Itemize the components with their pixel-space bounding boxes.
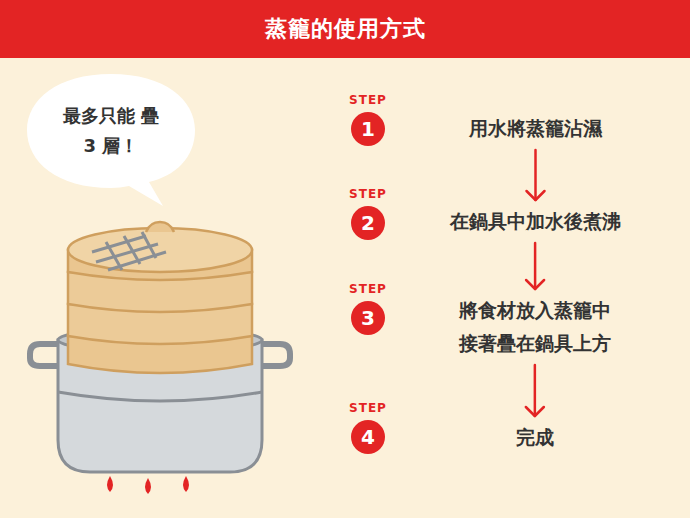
- flow-arrow: [527, 150, 545, 200]
- step-description: 完成: [516, 421, 554, 454]
- flow-arrow: [526, 365, 544, 416]
- title: 蒸籠的使用方式: [0, 0, 690, 58]
- step-description: 在鍋具中加水後煮沸: [450, 205, 621, 238]
- title-bar: 蒸籠的使用方式: [0, 0, 690, 58]
- step-text: 完成: [516, 421, 554, 454]
- step-label: STEP: [331, 282, 405, 296]
- speech-bubble: 最多只能 疊 3 層！: [25, 72, 197, 190]
- arrow-line: [534, 243, 537, 289]
- step-badge: STEP4: [351, 420, 385, 454]
- step-badge: STEP3: [351, 301, 385, 335]
- step-label: STEP: [331, 401, 405, 415]
- step-text: 在鍋具中加水後煮沸: [450, 205, 621, 238]
- step-label: STEP: [331, 93, 405, 107]
- flame: [107, 476, 189, 494]
- pot-band: [58, 392, 262, 401]
- step-text: 將食材放入蒸籠中 接著疊在鍋具上方: [453, 294, 616, 360]
- flow-arrow: [526, 243, 544, 289]
- bubble-outline: [25, 72, 197, 190]
- step-description: 將食材放入蒸籠中 接著疊在鍋具上方: [453, 294, 616, 360]
- step-number: 2: [351, 206, 385, 240]
- arrow-line: [534, 365, 537, 416]
- steamer-lid: [68, 228, 252, 272]
- arrowhead: [526, 280, 544, 289]
- arrowhead: [527, 191, 545, 200]
- lid-weave: [92, 232, 166, 270]
- step-number: 3: [351, 301, 385, 335]
- step-badge: STEP1: [351, 112, 385, 146]
- step-number: 1: [351, 112, 385, 146]
- step-description: 用水將蒸籠沾濕: [469, 112, 602, 145]
- step-number: 4: [351, 420, 385, 454]
- lid-knob: [146, 222, 174, 232]
- step-badge: STEP2: [351, 206, 385, 240]
- step-text: 用水將蒸籠沾濕: [469, 112, 602, 145]
- arrowhead: [526, 407, 544, 416]
- arrow-line: [534, 150, 537, 200]
- step-label: STEP: [331, 187, 405, 201]
- callout-text: 最多只能 疊 3 層！: [25, 72, 197, 190]
